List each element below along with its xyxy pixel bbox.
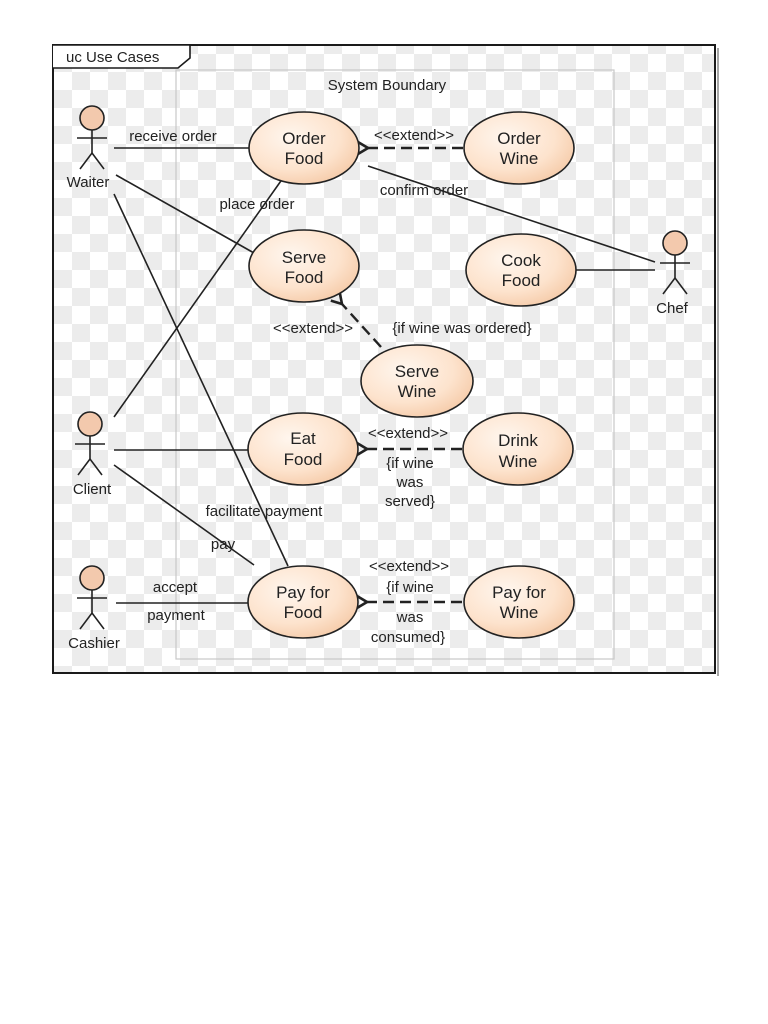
usecase-label-line1: Order: [497, 129, 541, 148]
actor-waiter: [77, 105, 107, 170]
usecase-label-line2: Wine: [398, 382, 437, 401]
usecase-pay-for-wine: Pay for Wine: [463, 565, 575, 639]
label-pay: pay: [211, 536, 236, 553]
assoc-waiter-serve-food: [115, 174, 255, 254]
actor-head-icon: [79, 565, 105, 591]
label-extend-pay-wine: <<extend>>: [369, 558, 449, 575]
label-receive-order: receive order: [129, 128, 217, 145]
frame-title: uc Use Cases: [66, 49, 159, 66]
assoc-client-pay-food: [113, 464, 255, 566]
system-boundary-title: System Boundary: [328, 77, 447, 94]
usecase-label-line2: Food: [284, 450, 323, 469]
frame-title-tab: [53, 44, 191, 69]
actor-label-cashier: Cashier: [68, 635, 120, 652]
usecase-eat-food: Eat Food: [247, 412, 359, 486]
label-confirm-order: confirm order: [380, 182, 468, 199]
actor-label-chef: Chef: [656, 300, 689, 317]
label-extend-order-wine: <<extend>>: [374, 127, 454, 144]
usecase-label-line1: Pay for: [276, 583, 330, 602]
label-extend-drink-wine: <<extend>>: [368, 425, 448, 442]
label-facilitate-payment: facilitate payment: [206, 503, 324, 520]
label-payment: payment: [147, 607, 205, 624]
usecase-label-line2: Food: [284, 603, 323, 622]
extend-arrows: [342, 148, 463, 602]
usecase-label-line1: Drink: [498, 431, 538, 450]
usecase-label-line2: Wine: [500, 149, 539, 168]
actor-head-icon: [662, 230, 688, 256]
usecase-label-line2: Food: [285, 268, 324, 287]
label-if-wine-served-line3: served}: [385, 493, 435, 510]
label-if-wine-consumed-line3: consumed}: [371, 629, 445, 646]
label-if-wine-consumed-line1: {if wine: [386, 579, 434, 596]
usecase-pay-for-food: Pay for Food: [247, 565, 359, 639]
usecase-label-line1: Cook: [501, 251, 541, 270]
system-boundary: [175, 69, 615, 660]
assoc-chef-order-food: [367, 165, 656, 263]
label-accept: accept: [153, 579, 198, 596]
usecase-label-line2: Food: [285, 149, 324, 168]
actor-label-client: Client: [73, 481, 112, 498]
usecase-label-line2: Food: [502, 271, 541, 290]
usecase-label-line1: Order: [282, 129, 326, 148]
actor-client: [75, 411, 105, 476]
association-lines: [113, 147, 656, 604]
usecase-label-line1: Pay for: [492, 583, 546, 602]
actor-label-waiter: Waiter: [67, 174, 110, 191]
actor-head-icon: [79, 105, 105, 131]
usecase-label-line1: Eat: [290, 429, 316, 448]
extend-arrow-serve-wine: [342, 304, 382, 348]
label-if-wine-served-line2: was: [396, 474, 424, 491]
actor-cashier: [77, 565, 107, 630]
diagram-frame: [52, 44, 716, 674]
label-if-wine-consumed-line2: was: [396, 609, 424, 626]
usecase-order-wine: Order Wine: [463, 111, 575, 185]
label-if-wine-was-ordered: {if wine was ordered}: [392, 320, 531, 337]
usecase-serve-wine: Serve Wine: [360, 344, 474, 418]
assoc-waiter-pay-food: [113, 193, 289, 567]
usecase-serve-food: Serve Food: [248, 229, 360, 303]
assoc-client-order-food: [113, 177, 284, 418]
actor-head-icon: [77, 411, 103, 437]
usecase-label-line1: Serve: [282, 248, 326, 267]
usecase-label-line1: Serve: [395, 362, 439, 381]
usecase-label-line2: Wine: [499, 452, 538, 471]
label-extend-serve-wine: <<extend>>: [273, 320, 353, 337]
usecase-cook-food: Cook Food: [465, 233, 577, 307]
usecase-order-food: Order Food: [248, 111, 360, 185]
actor-chef: [660, 230, 690, 295]
usecase-drink-wine: Drink Wine: [462, 412, 574, 486]
label-place-order: place order: [219, 196, 294, 213]
usecase-label-line2: Wine: [500, 603, 539, 622]
label-if-wine-served-line1: {if wine: [386, 455, 434, 472]
